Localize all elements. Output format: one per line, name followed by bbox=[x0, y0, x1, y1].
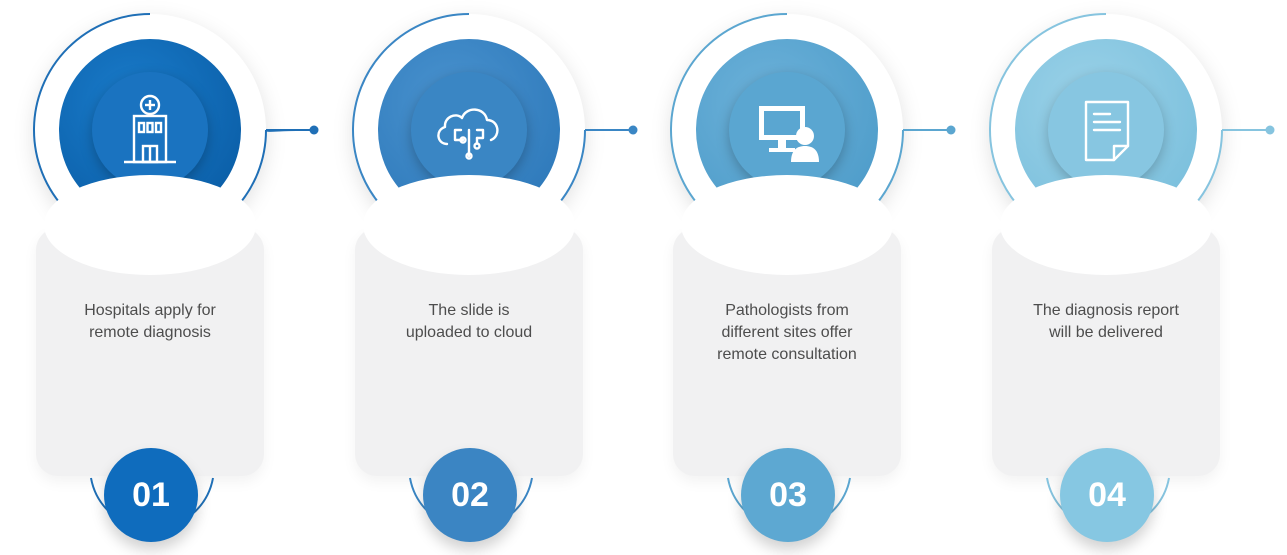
step-3-description: Pathologists from different sites offer … bbox=[717, 302, 857, 363]
step-2: The slide is uploaded to cloud 02 bbox=[319, 0, 639, 555]
step-1-number: 01 bbox=[104, 448, 198, 542]
step-4: The diagnosis report will be delivered 0… bbox=[956, 0, 1276, 555]
step-2-number: 02 bbox=[423, 448, 517, 542]
step-3-number: 03 bbox=[741, 448, 835, 542]
step-1-description: Hospitals apply for remote diagnosis bbox=[84, 302, 216, 341]
step-3-card-notch bbox=[681, 175, 893, 275]
computer-user-icon bbox=[747, 90, 827, 170]
step-4-description: The diagnosis report will be delivered bbox=[1033, 302, 1179, 341]
step-1-card-notch bbox=[44, 175, 256, 275]
step-2-description: The slide is uploaded to cloud bbox=[405, 302, 533, 341]
hospital-icon bbox=[110, 90, 190, 170]
document-icon bbox=[1066, 90, 1146, 170]
step-4-card-notch bbox=[1000, 175, 1212, 275]
step-2-card-notch bbox=[363, 175, 575, 275]
step-1: Hospitals apply for remote diagnosis 01 bbox=[0, 0, 320, 555]
step-4-number: 04 bbox=[1060, 448, 1154, 542]
step-3: Pathologists from different sites offer … bbox=[637, 0, 957, 555]
cloud-upload-icon bbox=[429, 90, 509, 170]
